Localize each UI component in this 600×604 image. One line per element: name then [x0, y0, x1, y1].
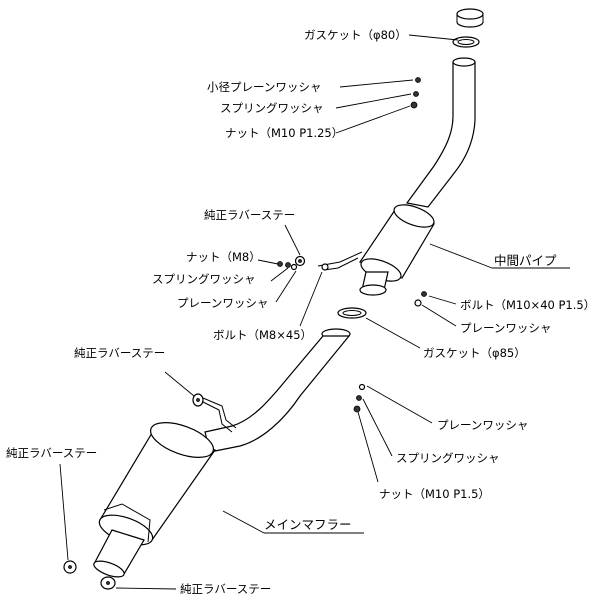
label-plain-washer-right: プレーンワッシャ	[460, 321, 552, 335]
label-rubber-stay-mid: 純正ラバーステー	[204, 208, 296, 222]
rubber-stay-mid-part	[294, 255, 306, 267]
label-plain-washer-lower: プレーンワッシャ	[437, 418, 529, 432]
label-rubber-stay-left: 純正ラバーステー	[74, 346, 166, 360]
label-plain-washer-mid: プレーンワッシャ	[177, 296, 269, 310]
main-pipe-part	[202, 328, 351, 453]
label-gasket-85: ガスケット（φ85）	[423, 346, 526, 360]
top-hardware	[410, 77, 421, 109]
main-muffler-part	[93, 422, 216, 578]
label-rubber-stay-bottom: 純正ラバーステー	[180, 582, 272, 596]
gasket-85-part	[337, 307, 367, 319]
label-spring-washer-lower: スプリングワッシャ	[396, 451, 500, 465]
label-rubber-stay-far-left: 純正ラバーステー	[6, 446, 98, 460]
label-bolt-m10x40: ボルト（M10×40 P1.5）	[460, 298, 596, 312]
label-main-muffler: メインマフラー	[264, 517, 352, 532]
label-nut-m10-top: ナット（M10 P1.25）	[225, 126, 344, 140]
label-center-pipe: 中間パイプ	[494, 253, 557, 268]
label-nut-m10-lower: ナット（M10 P1.5）	[379, 487, 490, 501]
leader-lines	[59, 34, 570, 590]
rubber-stay-left-part	[192, 393, 204, 407]
label-small-plain-washer: 小径プレーンワッシャ	[207, 80, 322, 94]
label-bolt-m8x45: ボルト（M8×45）	[213, 328, 313, 342]
label-gasket-80: ガスケット（φ80）	[304, 28, 407, 42]
lower-hardware	[353, 383, 366, 413]
center-pipe-part	[317, 57, 476, 296]
gasket-80-part	[452, 36, 480, 48]
right-bolt	[414, 291, 427, 307]
label-spring-washer-top: スプリングワッシャ	[220, 101, 324, 115]
m8-hardware	[277, 261, 298, 271]
top-flange	[456, 8, 484, 28]
label-spring-washer-mid: スプリングワッシャ	[152, 272, 256, 286]
label-nut-m8: ナット（M8）	[186, 250, 261, 264]
rubber-stay-bottom-parts	[63, 560, 116, 590]
